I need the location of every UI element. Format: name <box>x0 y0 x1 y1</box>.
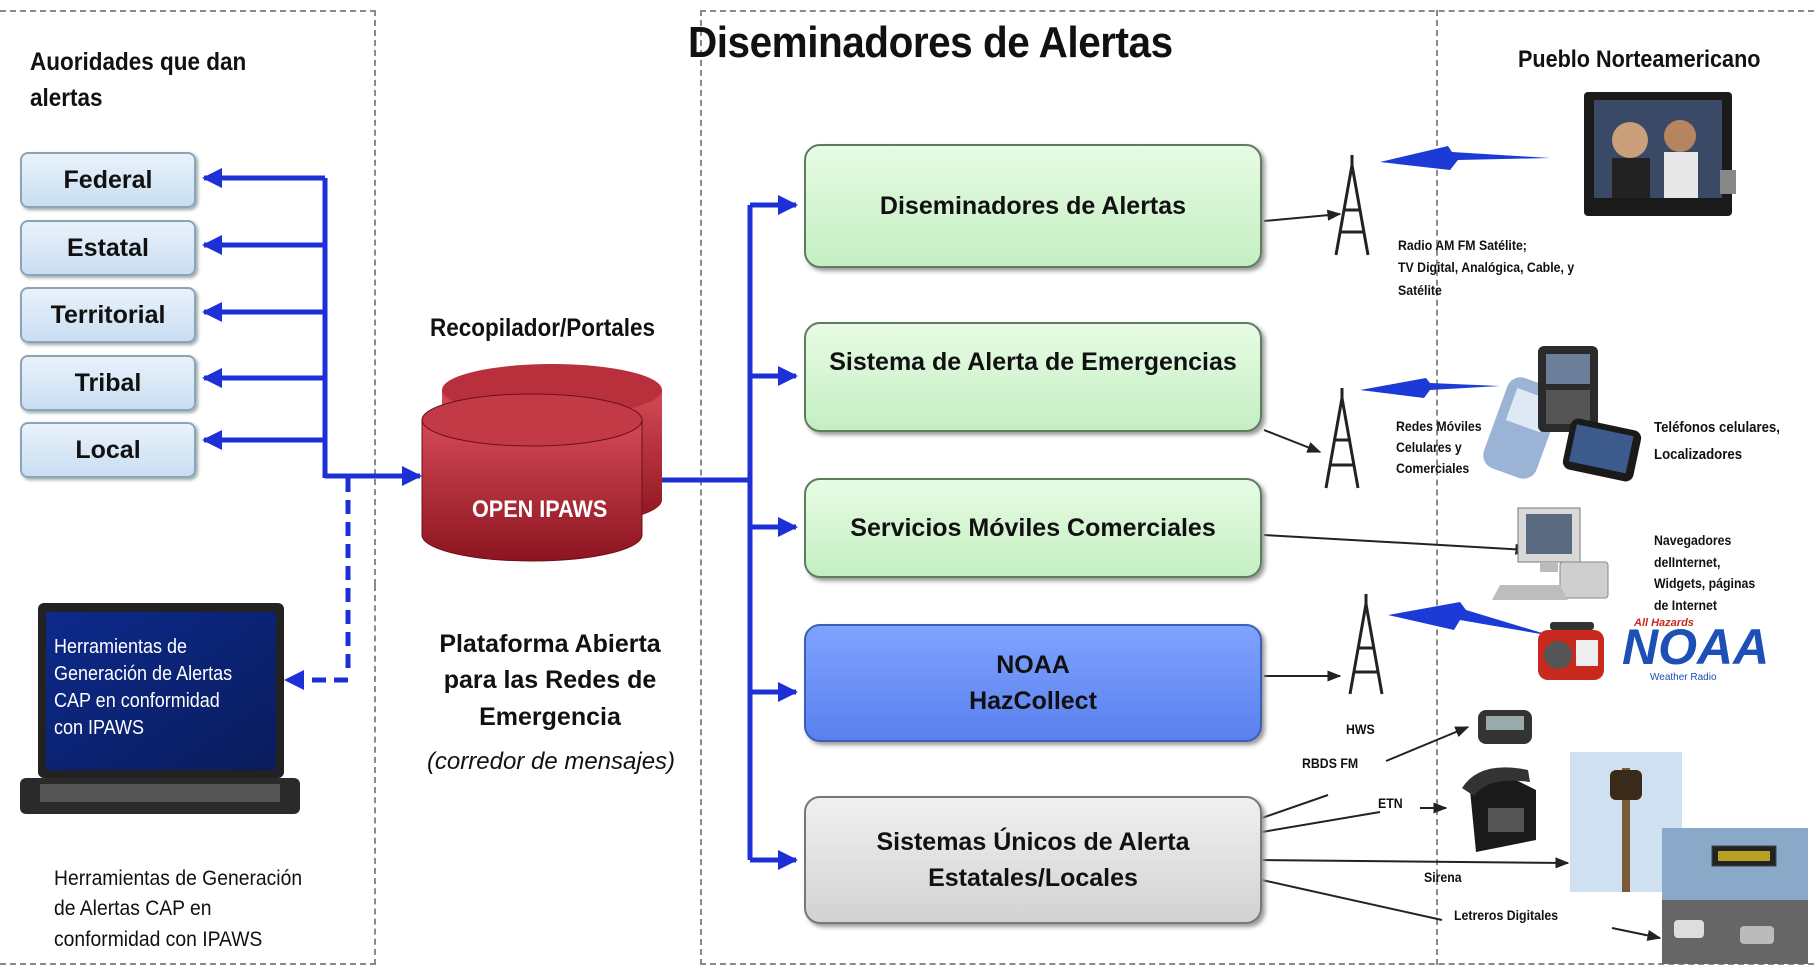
authority-local-box: Local <box>20 422 196 478</box>
authority-federal-box: Federal <box>20 152 196 208</box>
siren-label: Sirena <box>1424 869 1462 885</box>
browsers-label: Navegadores delInternet, Widgets, página… <box>1654 530 1755 617</box>
phones-line-1: Teléfonos celulares, <box>1654 419 1780 436</box>
disseminator-alertas-box: Diseminadores de Alertas <box>804 144 1262 268</box>
telephone-icon <box>1462 767 1536 852</box>
disseminators-heading: Diseminadores de Alertas <box>688 18 1173 67</box>
authorities-frame <box>0 10 376 585</box>
radio-tv-label: Radio AM FM Satélite; TV Digital, Analóg… <box>1398 234 1574 301</box>
radio-tv-line-1: Radio AM FM Satélite; <box>1398 237 1527 253</box>
authority-estatal-box: Estatal <box>20 220 196 276</box>
state-local-systems-label-2: Estatales/Locales <box>928 864 1138 892</box>
browsers-line-1: Navegadores <box>1654 532 1732 548</box>
mobile-networks-line-2: Celulares y <box>1396 439 1462 455</box>
browsers-line-2: delInternet, <box>1654 553 1721 570</box>
public-heading: Pueblo Norteamericano <box>1518 46 1761 73</box>
mobile-networks-line-3: Comerciales <box>1396 460 1470 476</box>
digital-sign-icon <box>1662 828 1808 964</box>
open-ipaws-label: OPEN IPAWS <box>472 496 608 523</box>
browsers-line-4: de Internet <box>1654 597 1717 614</box>
noaa-hazcollect-box: NOAA HazCollect <box>804 624 1262 742</box>
state-local-systems-box: Sistemas Únicos de Alerta Estatales/Loca… <box>804 796 1262 924</box>
noaa-logo-icon: NOAA All Hazards Weather Radio <box>1622 617 1769 683</box>
emergency-alert-system-box: Sistema de Alerta de Emergencias <box>804 322 1262 432</box>
browsers-line-3: Widgets, páginas <box>1654 575 1756 592</box>
rbds-label: RBDS FM <box>1302 755 1359 771</box>
desktop-computer-icon <box>1492 507 1609 600</box>
weather-radio-icon <box>1538 622 1604 680</box>
digital-signs-label: Letreros Digitales <box>1454 907 1559 923</box>
mobile-networks-label: Redes Móviles Celulares y Comerciales <box>1396 416 1482 479</box>
laptop-caption: Herramientas de Generación de Alertas CA… <box>54 867 303 951</box>
laptop-icon <box>20 603 300 814</box>
authority-territorial-box: Territorial <box>20 287 196 343</box>
commercial-mobile-label: Servicios Móviles Comerciales <box>850 513 1216 542</box>
radio-tv-line-3: Satélite <box>1398 281 1442 298</box>
authorities-heading: Auoridades que dan alertas <box>30 48 247 113</box>
radio-tv-line-2: TV Digital, Analógica, Cable, y <box>1398 259 1575 276</box>
authority-tribal-box: Tribal <box>20 355 196 411</box>
emergency-alert-system-label: Sistema de Alerta de Emergencias <box>829 348 1237 376</box>
platform-text: Plataforma Abierta para las Redes de Eme… <box>439 630 661 731</box>
noaa-label: NOAA <box>996 650 1070 679</box>
commercial-mobile-box: Servicios Móviles Comerciales <box>804 478 1262 578</box>
noaa-logo-text: NOAA <box>1622 619 1769 675</box>
disseminator-alertas-label: Diseminadores de Alertas <box>879 191 1187 220</box>
siren-icon <box>1570 752 1682 892</box>
laptop-screen-text: Herramientas de Generación de Alertas CA… <box>54 636 233 739</box>
aggregator-heading: Recopilador/Portales <box>430 314 656 342</box>
broadcast-tower-icon <box>1334 155 1370 256</box>
television-icon <box>1584 92 1736 216</box>
pager-icon <box>1478 710 1532 744</box>
phones-line-2: Localizadores <box>1654 446 1743 463</box>
broker-note: (corredor de mensajes) <box>426 748 676 775</box>
state-local-systems-label-1: Sistemas Únicos de Alerta <box>876 827 1190 856</box>
laptop-frame <box>0 585 376 965</box>
hazcollect-label: HazCollect <box>969 687 1097 715</box>
cell-tower-icon <box>1324 388 1360 489</box>
authorities-frame-top <box>0 10 376 12</box>
disseminators-frame <box>700 10 1814 965</box>
mobile-phones-icon <box>1483 346 1642 482</box>
mobile-networks-line-1: Redes Móviles <box>1396 418 1482 434</box>
noaa-logo-top-text: All Hazards <box>1633 617 1694 629</box>
hws-label: HWS <box>1346 721 1375 737</box>
noaa-logo-bottom-text: Weather Radio <box>1650 672 1717 683</box>
public-divider <box>1436 10 1438 965</box>
etn-label: ETN <box>1378 795 1403 811</box>
noaa-tower-icon <box>1348 594 1384 695</box>
database-icon <box>421 364 662 562</box>
phones-label: Teléfonos celulares, Localizadores <box>1654 414 1780 468</box>
